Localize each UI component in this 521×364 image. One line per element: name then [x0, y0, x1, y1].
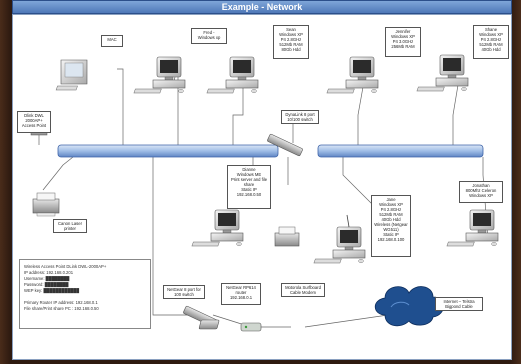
switch-dynalink — [267, 133, 303, 157]
label-sean: Sean Windows XP P4 2.8GHz 512Mb RAM 80Gb… — [273, 25, 309, 59]
label-jane: Jane Windows XP P4 2.8GHz 512Mb RAM 40Gb… — [371, 195, 411, 257]
label-dianne: Dianne Windows ME Print server and file … — [227, 165, 271, 209]
mac-computer — [55, 59, 88, 91]
printer-dianne — [274, 226, 300, 247]
label-jennifer: Jennifer Windows XP P4 3.0GHz 256Mb RAM — [385, 27, 421, 57]
label-switch-dynalink: DynaLink 8 port 10/100 switch — [281, 110, 319, 124]
pc-jonathan — [446, 209, 499, 247]
label-switch-netgear: NetGear 8 port for 100 switch — [163, 285, 205, 299]
notes-line: WEP key: ████████████ — [24, 288, 80, 293]
wireless-antenna-icon — [346, 214, 350, 228]
diagram-title: Example - Network — [12, 0, 512, 14]
notes-line: Wireless Access Point DLink DWL-2000AP+ — [24, 264, 107, 269]
router-netgear — [240, 322, 262, 332]
label-shane: Shane Windows XP P4 2.8GHz 512Mb RAM 40G… — [473, 25, 509, 59]
backbone-left — [57, 144, 279, 158]
label-fred: Fred - Windows xp — [191, 28, 227, 44]
pc-jennifer — [326, 56, 379, 94]
label-internet: Internet – Telstra Bigpond Cable — [435, 297, 483, 311]
internet-cloud-icon — [374, 286, 444, 327]
label-printer: Canon Laser printer — [53, 219, 87, 233]
label-mac: MAC — [101, 35, 123, 47]
label-modem: Motorola Surfboard Cable Modem — [281, 283, 325, 297]
notes-line: File share/Print share PC : 192.168.0.50 — [24, 306, 99, 311]
notes-panel: Wireless Access Point DLink DWL-2000AP+ … — [19, 259, 151, 329]
notes-line: Primary Router IP address: 192.168.0.1 — [24, 300, 98, 305]
label-router: NetGear RP614 router 192.168.0.1 — [221, 283, 261, 305]
cable-modem — [198, 319, 220, 330]
notes-line: Username: ████████ — [24, 276, 70, 281]
pc-sean — [206, 56, 259, 94]
notes-line: Password: ████████ — [24, 282, 69, 287]
pc-fred — [133, 56, 186, 94]
diagram-canvas: MAC Fred - Windows xp Sean Windows XP P4… — [12, 14, 512, 360]
backbone-right — [317, 144, 484, 158]
label-jonathan: Jonathan 800Mhz Celeron Windows XP — [459, 181, 503, 203]
pc-dianne — [191, 209, 244, 247]
pc-shane — [416, 54, 469, 92]
label-access-point: Dlink DWL 2000AP+ Access Point — [17, 111, 51, 133]
printer-canon — [32, 192, 60, 217]
pc-jane — [313, 226, 366, 264]
network-diagram — [30, 54, 499, 332]
notes-line: IP address: 192.168.0.201 — [24, 270, 74, 275]
